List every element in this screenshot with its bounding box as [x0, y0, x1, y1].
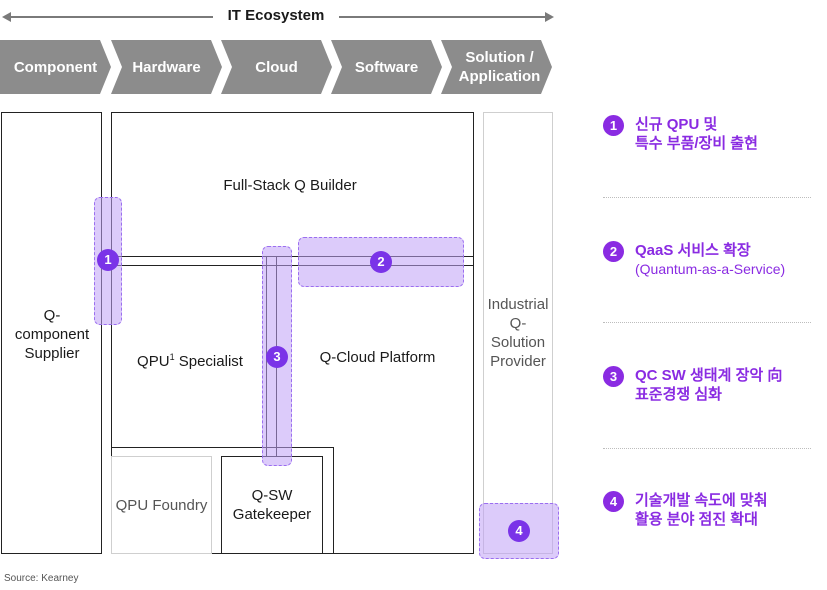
qpu-specialist-label: QPU1 Specialist: [137, 352, 243, 370]
marker-4: 4: [508, 520, 530, 542]
note-2-number: 2: [603, 241, 624, 262]
qpu-specialist-bottom-line: [111, 447, 334, 448]
stage-component: Component: [0, 40, 111, 94]
q-component-supplier-label: Q- component Supplier: [14, 307, 90, 362]
rail-line-bottom: [111, 265, 474, 266]
stage-hardware: Hardware: [111, 40, 222, 94]
note-4-number: 4: [603, 491, 624, 512]
q-sw-gatekeeper-label: Q-SW Gatekeeper: [232, 487, 312, 523]
note-divider-3: [603, 448, 811, 449]
note-2-text: QaaS 서비스 확장(Quantum-as-a-Service): [635, 242, 786, 277]
stage-solution-application: Solution / Application: [441, 40, 552, 94]
qpu-foundry-box: [111, 456, 212, 554]
source-note: Source: Kearney: [4, 573, 79, 584]
q-component-supplier-box: [1, 112, 102, 554]
marker-3: 3: [266, 346, 288, 368]
stage-software: Software: [331, 40, 442, 94]
note-divider-2: [603, 322, 811, 323]
note-1-number: 1: [603, 115, 624, 136]
ecosystem-title: IT Ecosystem: [213, 6, 339, 26]
qpu-foundry-label: QPU Foundry: [115, 497, 208, 514]
cloud-left-line: [333, 447, 334, 554]
full-stack-builder-label: Full-Stack Q Builder: [223, 177, 357, 194]
highlight-2: [298, 237, 464, 287]
note-3-number: 3: [603, 366, 624, 387]
note-divider-1: [603, 197, 811, 198]
arrow-left-icon: [2, 12, 11, 22]
q-cloud-platform-label: Q-Cloud Platform: [319, 349, 436, 366]
rail-line-top: [111, 256, 474, 257]
arrow-right-icon: [545, 12, 554, 22]
industrial-provider-label: Industrial Q- Solution Provider: [487, 296, 549, 370]
marker-1: 1: [97, 249, 119, 271]
marker-2: 2: [370, 251, 392, 273]
stage-solution-label: Solution / Application: [458, 49, 541, 85]
stage-cloud: Cloud: [221, 40, 332, 94]
